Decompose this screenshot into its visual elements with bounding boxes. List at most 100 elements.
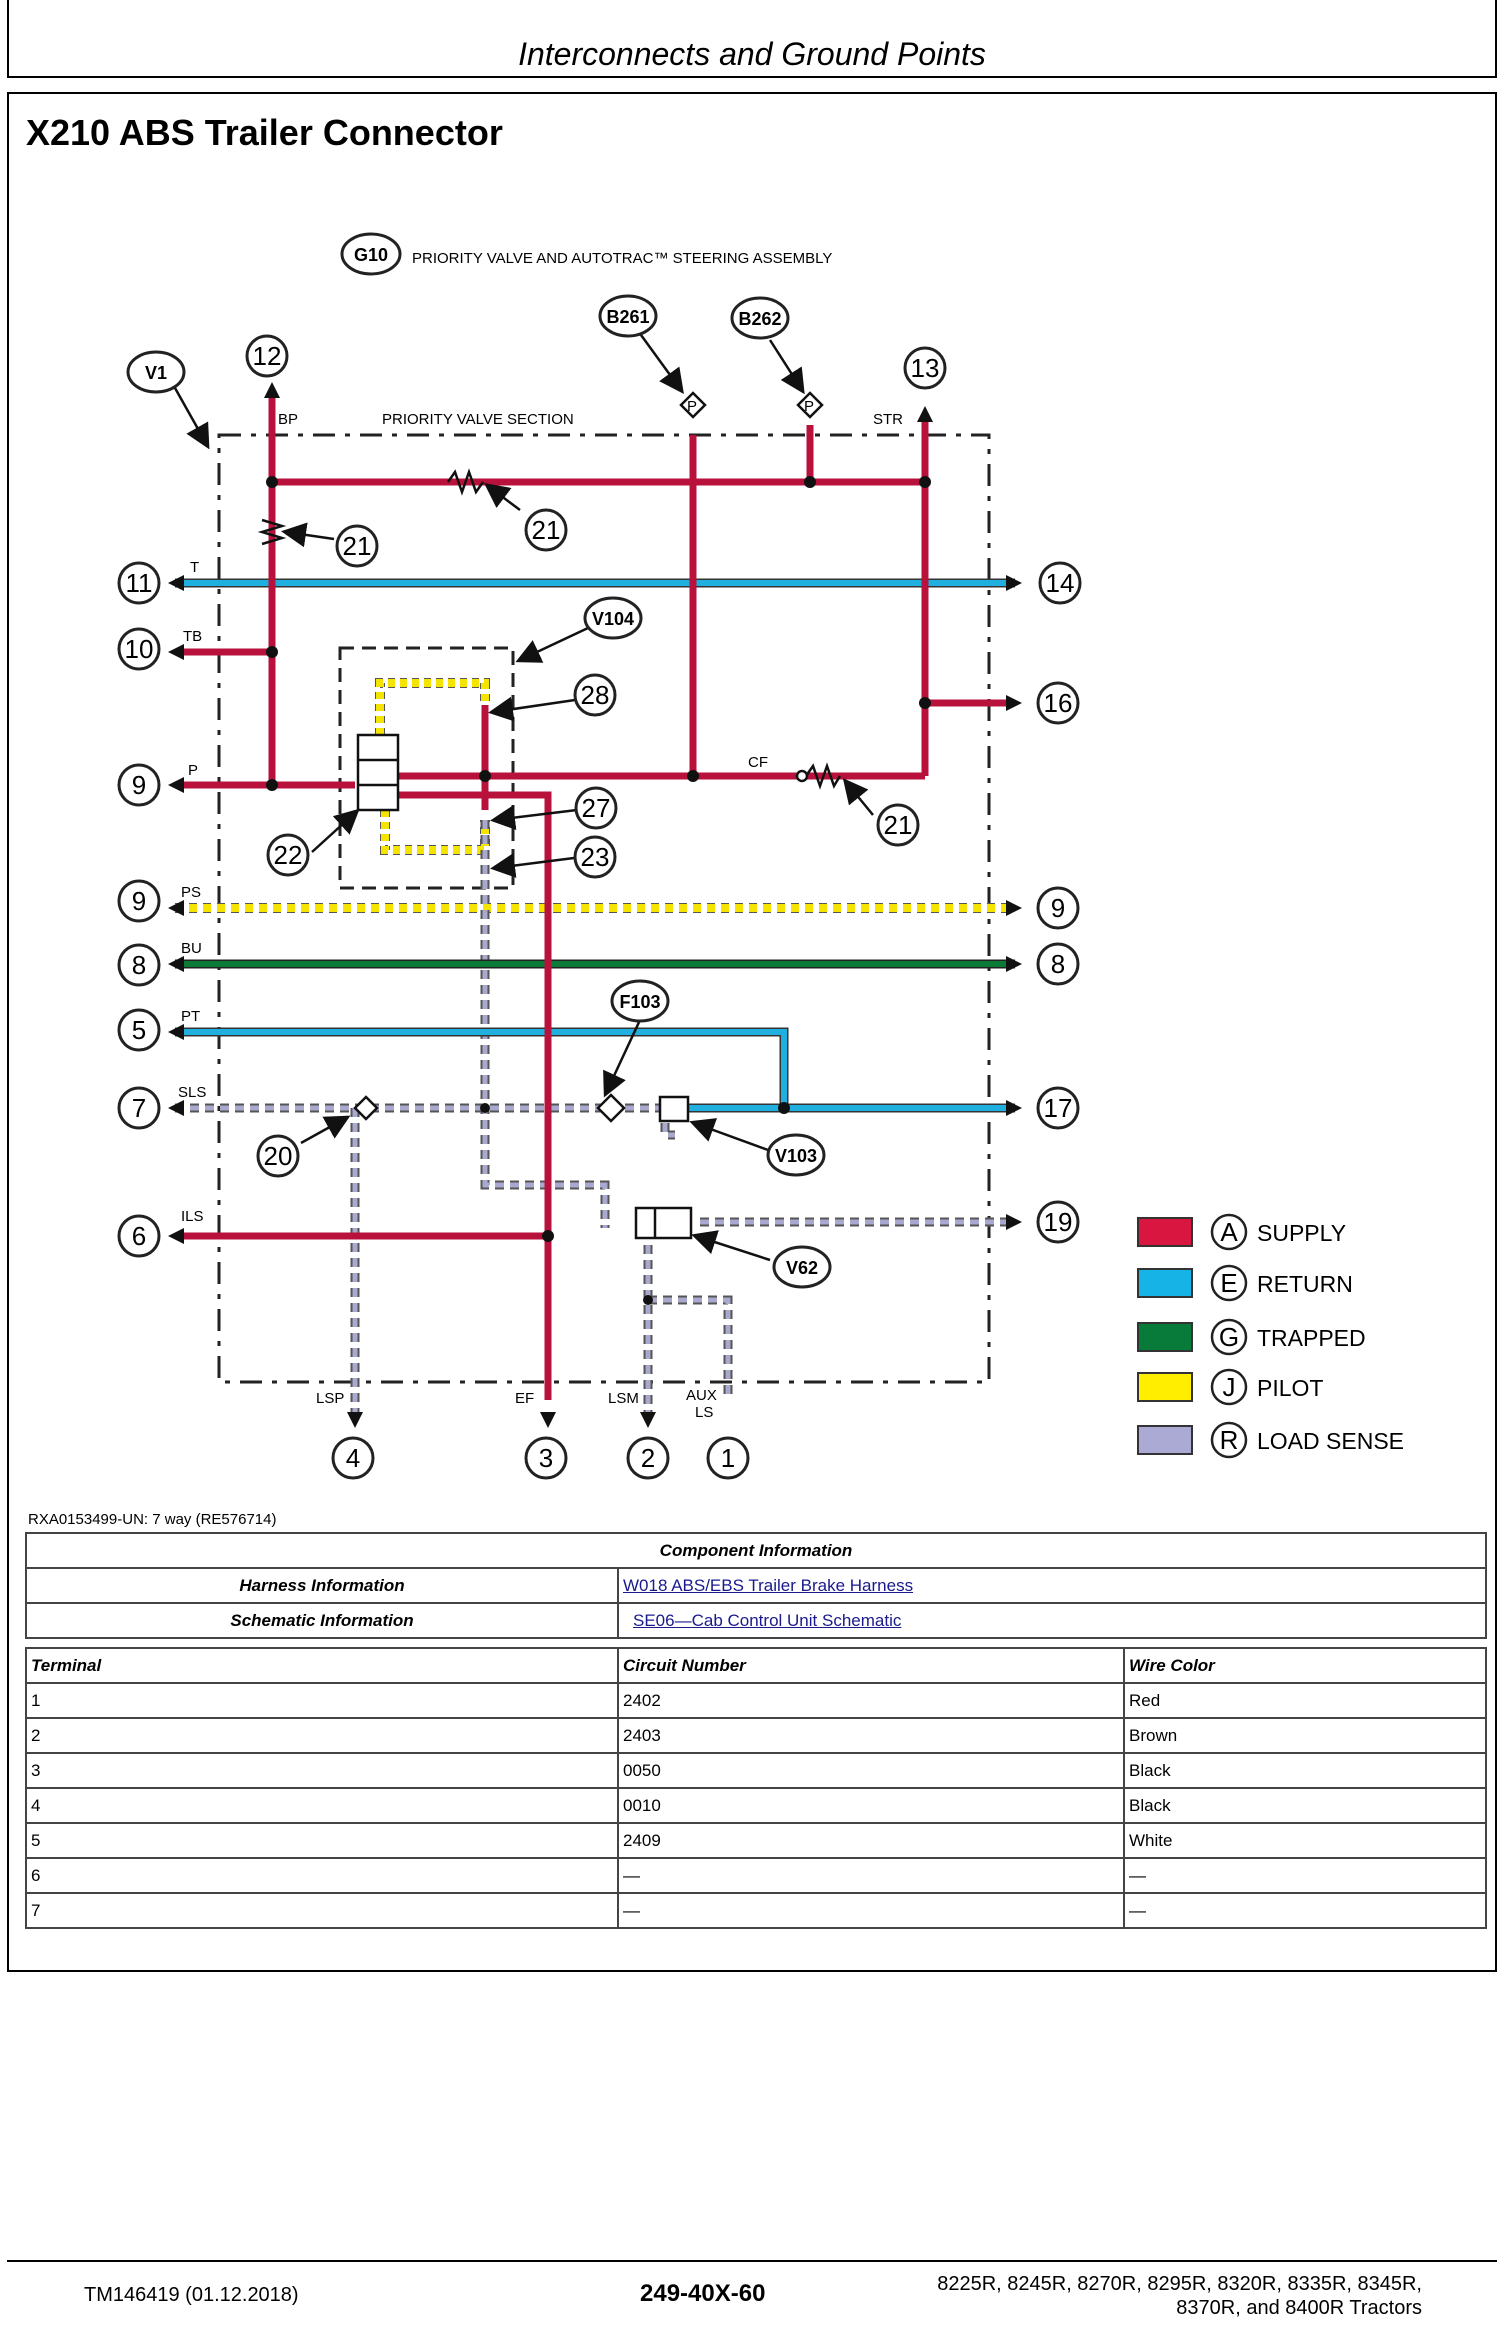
valve-symbols: P P: [257, 391, 842, 1240]
v1-tag: V1: [145, 363, 167, 383]
header-frame: Interconnects and Ground Points: [7, 0, 1497, 78]
callout-12: 11: [126, 568, 153, 598]
port-label-lsm: LSM: [608, 1390, 639, 1407]
port-label-bu: BU: [181, 940, 202, 957]
callout-8-right: 8: [1051, 949, 1065, 979]
callout-27: 27: [582, 793, 611, 823]
wire-color-cell: Black: [1122, 1787, 1488, 1824]
circuit-number-cell: 0010: [617, 1787, 1125, 1824]
wire-color-cell: —: [1122, 1892, 1488, 1929]
f103-tag: F103: [619, 992, 660, 1012]
legend-label: RETURN: [1257, 1271, 1353, 1297]
port-label-ls: LS: [695, 1404, 713, 1421]
return-lines: [175, 578, 1015, 1113]
circuit-number-cell: —: [617, 1857, 1125, 1894]
legend-label: PILOT: [1257, 1375, 1323, 1401]
terminal-cell: 2: [25, 1717, 619, 1754]
callout-20: 20: [264, 1141, 293, 1171]
col-terminal: Terminal: [25, 1647, 619, 1684]
legend-swatch: [1137, 1217, 1193, 1247]
b262-port-label: P: [804, 398, 814, 415]
b261-port-label: P: [687, 398, 697, 415]
circuit-number-cell: —: [617, 1892, 1125, 1929]
callout-23c: 21: [884, 810, 913, 840]
leader-lines: [173, 334, 874, 1262]
callout-19: 19: [1044, 1207, 1073, 1237]
port-label-pt: PT: [181, 1008, 200, 1025]
legend-letter: R: [1220, 1425, 1239, 1455]
harness-info-link[interactable]: W018 ABS/EBS Trailer Brake Harness: [623, 1575, 914, 1595]
port-label-ps: PS: [181, 884, 201, 901]
port-label-cf: CF: [748, 754, 768, 771]
callout-22: 22: [274, 840, 303, 870]
port-labels: BP STR T TB P CF PS BU PT SLS ILS LSP EF…: [178, 411, 903, 1421]
page-title: X210 ABS Trailer Connector: [26, 112, 503, 153]
callout-3: 3: [539, 1443, 553, 1473]
circuit-number-cell: 2409: [617, 1822, 1125, 1859]
callout-11: 10: [125, 634, 154, 664]
table-header-row: Terminal Circuit Number Wire Color: [25, 1647, 1488, 1684]
callout-10: 9: [132, 770, 146, 800]
port-label-str: STR: [873, 411, 903, 428]
legend-letter-circle: [1210, 1421, 1248, 1459]
v104-tag: V104: [592, 609, 634, 629]
port-label-ef: EF: [515, 1390, 534, 1407]
port-label-sls: SLS: [178, 1084, 206, 1101]
callout-28: 28: [581, 680, 610, 710]
priority-valve-section-label: PRIORITY VALVE SECTION: [382, 411, 574, 428]
callout-6: 6: [132, 1221, 146, 1251]
callout-14: 13: [911, 353, 940, 383]
supply-lines: [175, 395, 1015, 1400]
terminal-cell: 7: [25, 1892, 619, 1929]
component-tags: [126, 294, 832, 1289]
legend-letter-circle: [1210, 1318, 1248, 1356]
legend-letter: A: [1220, 1217, 1238, 1247]
terminal-cell: 1: [25, 1682, 619, 1719]
footer-divider: [7, 2260, 1497, 2262]
callout-5: 5: [132, 1015, 146, 1045]
legend-letter: G: [1219, 1322, 1239, 1352]
schematic-info-link[interactable]: SE06—Cab Control Unit Schematic: [633, 1610, 902, 1630]
port-label-lsp: LSP: [316, 1390, 344, 1407]
callout-23a: 21: [343, 531, 372, 561]
callout-7: 7: [132, 1093, 146, 1123]
wire-color-cell: Red: [1122, 1682, 1488, 1719]
doc-id: TM146419 (01.12.2018): [84, 2284, 299, 2306]
junction-dots: [266, 476, 931, 1305]
component-info-title: Component Information: [24, 1532, 1488, 1569]
callout-2: 2: [641, 1443, 655, 1473]
wire-color-cell: Black: [1122, 1752, 1488, 1789]
legend-letter: J: [1223, 1372, 1236, 1402]
terminal-cell: 6: [25, 1857, 619, 1894]
callout-21: 23: [581, 842, 610, 872]
port-label-t: T: [190, 559, 199, 576]
schematic-info-label: Schematic Information: [25, 1602, 619, 1639]
table-row: 7——: [25, 1892, 1488, 1929]
circuit-number-cell: 2402: [617, 1682, 1125, 1719]
terminal-cell: 4: [25, 1787, 619, 1824]
callout-16: 14: [1046, 568, 1075, 598]
callout-17: 16: [1044, 688, 1073, 718]
page-number: 249-40X-60: [640, 2280, 766, 2307]
terminal-cell: 5: [25, 1822, 619, 1859]
legend-swatch: [1137, 1425, 1193, 1455]
figure-id: RXA0153499-UN: 7 way (RE576714): [28, 1511, 277, 1528]
legend-letter-circle: [1210, 1368, 1248, 1406]
legend-letter: E: [1220, 1268, 1237, 1298]
model-list-line2: 8370R, and 8400R Tractors: [1176, 2297, 1422, 2319]
port-label-aux: AUX: [686, 1387, 717, 1404]
port-label-bp: BP: [278, 411, 298, 428]
circuit-number-cell: 0050: [617, 1752, 1125, 1789]
v104-boundary: [338, 646, 515, 890]
b262-tag: B262: [738, 309, 781, 329]
table-row: 6——: [25, 1857, 1488, 1894]
legend-letter-circle: [1210, 1213, 1248, 1251]
main-frame: [7, 92, 1497, 1972]
component-info-table: Component Information Harness Informatio…: [24, 1532, 1488, 1929]
legend-label: SUPPLY: [1257, 1220, 1346, 1246]
legend-swatch: [1137, 1268, 1193, 1298]
legend-label: LOAD SENSE: [1257, 1428, 1404, 1454]
hydraulic-schematic: G10 PRIORITY VALVE AND AUTOTRAC™ STEERIN…: [117, 232, 1404, 1480]
